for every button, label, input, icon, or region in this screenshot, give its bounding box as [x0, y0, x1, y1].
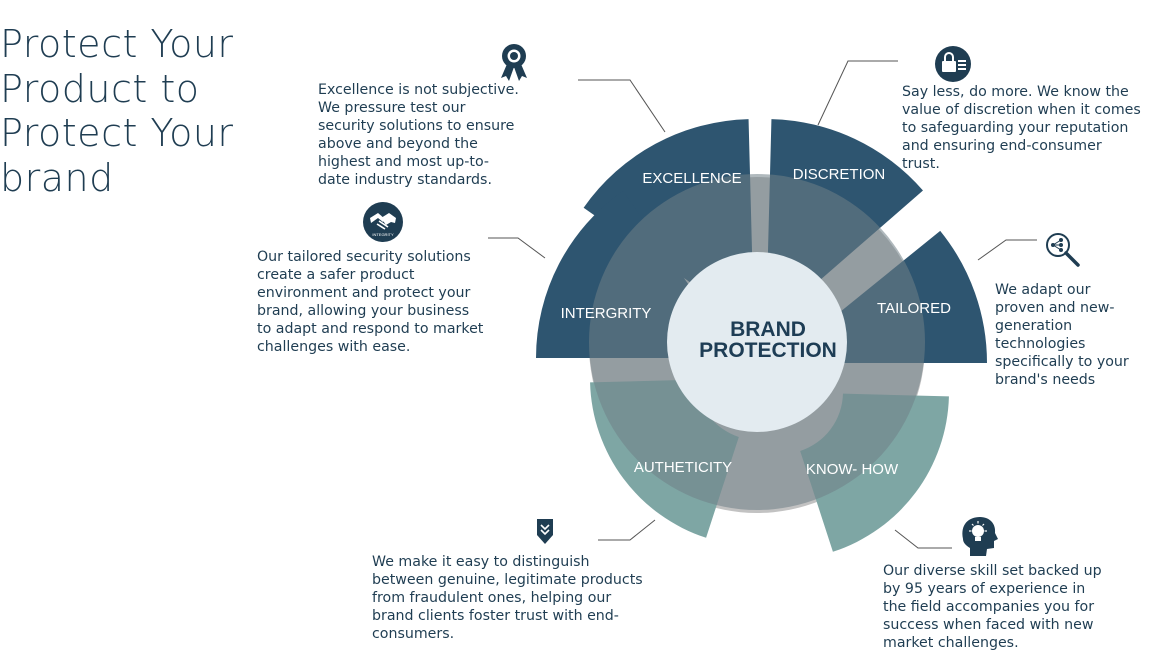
award-ribbon-icon: [501, 44, 527, 81]
segment-label-discretion: DISCRETION: [793, 166, 886, 183]
center-label-brand: BRAND: [730, 318, 806, 341]
lock-icon: [935, 46, 971, 82]
segment-label-tailored: TAILORED: [877, 300, 951, 317]
page-title-line: Protect Your: [0, 111, 234, 155]
connector-line-authenticity: [598, 519, 656, 541]
page-title-line: brand: [0, 155, 114, 200]
segment-label-excellence: EXCELLENCE: [642, 170, 741, 187]
connector-line-discretion: [817, 60, 898, 126]
segment-label-know-how: KNOW- HOW: [806, 461, 899, 478]
connector-line-know-how: [894, 529, 952, 549]
connector-line-excellence: [578, 79, 666, 133]
connector-line-integrity: [488, 237, 546, 259]
connector-line-tailored: [977, 239, 1037, 261]
head-lightbulb-icon: [962, 517, 998, 556]
center-label-protection: PROTECTION: [699, 339, 837, 362]
excellence-description: Excellence is not subjective.We pressure…: [318, 82, 519, 189]
page-title-line: Protect Your: [0, 22, 234, 66]
page-title: Protect Your Product to Protect Your bra…: [0, 22, 300, 200]
shield-badge-icon: [537, 519, 553, 544]
handshake-icon-caption: INTEGRITY: [372, 232, 394, 237]
segment-label-integrity: INTERGRITY: [561, 305, 652, 322]
labels-layer: EXCELLENCE DISCRETION TAILORED KNOW- HOW AUT…: [561, 166, 952, 478]
page-title-line: Product to: [0, 66, 200, 111]
network-magnifier-icon: [1046, 233, 1080, 267]
center-circle: [667, 252, 847, 432]
segment-label-authenticity: AUTHETICITY: [634, 459, 732, 476]
handshake-icon: INTEGRITY: [363, 202, 403, 242]
